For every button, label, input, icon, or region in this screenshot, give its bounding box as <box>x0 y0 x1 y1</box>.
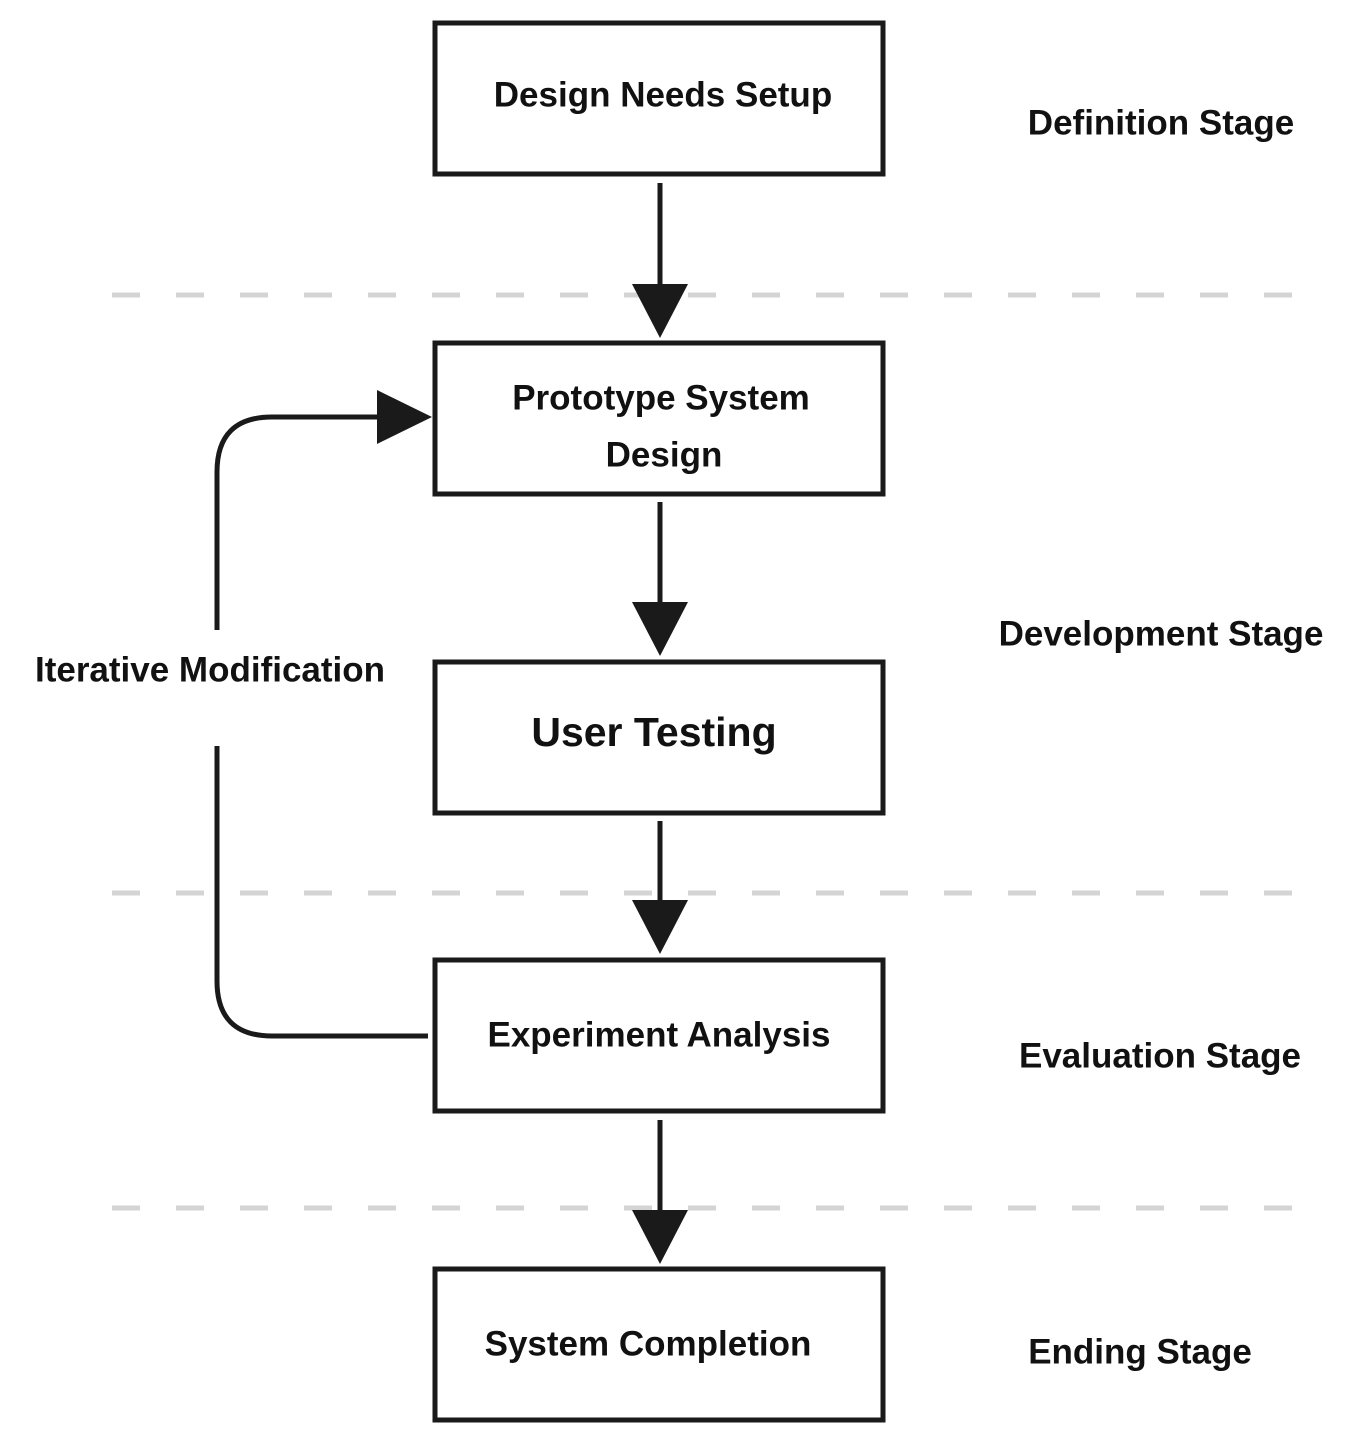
arrow-testing-to-analysis <box>632 821 688 954</box>
arrow-prototype-to-testing <box>632 502 688 656</box>
step-prototype-system-design: Prototype System Design <box>432 340 886 497</box>
feedback-label: Iterative Modification <box>35 650 385 689</box>
stage-label-evaluation: Evaluation Stage <box>1019 1036 1301 1075</box>
stage-label-definition: Definition Stage <box>1028 103 1294 142</box>
step-user-testing: User Testing <box>432 659 886 816</box>
step-label: Experiment Analysis <box>487 1015 830 1054</box>
step-label: Design Needs Setup <box>494 75 832 114</box>
step-experiment-analysis: Experiment Analysis <box>432 957 886 1114</box>
feedback-loop-arrow <box>214 390 432 1039</box>
arrow-analysis-to-completion <box>632 1120 688 1264</box>
stage-label-development: Development Stage <box>999 614 1324 653</box>
step-system-completion: System Completion <box>432 1266 886 1423</box>
step-label: User Testing <box>531 709 776 755</box>
step-label: System Completion <box>485 1324 812 1363</box>
arrow-needs-to-prototype <box>632 183 688 338</box>
step-label-line-1: Prototype System <box>512 378 810 417</box>
step-design-needs-setup: Design Needs Setup <box>432 20 886 177</box>
stage-label-ending: Ending Stage <box>1028 1332 1252 1371</box>
step-label-line-2: Design <box>606 435 723 474</box>
